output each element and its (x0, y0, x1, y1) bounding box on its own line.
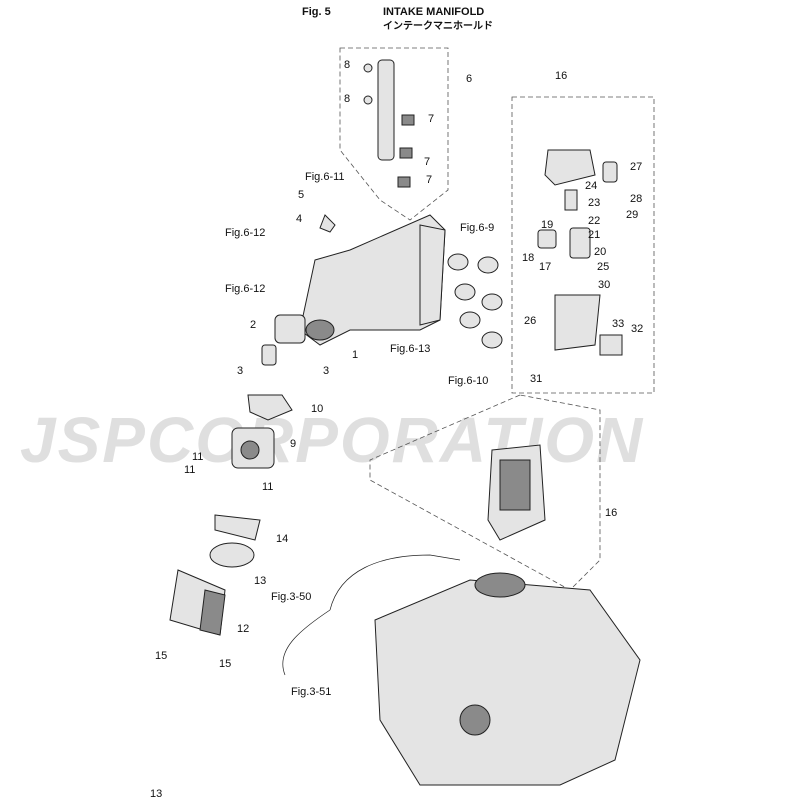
callout-label: 30 (598, 279, 610, 291)
callout-label: Fig.6-11 (305, 171, 345, 183)
watermark: JSPCORPORATION (20, 404, 644, 476)
callout-label: 20 (594, 246, 606, 258)
callout-label: 8 (344, 59, 350, 71)
callout-label: 32 (631, 323, 643, 335)
callout-label: 12 (237, 623, 249, 635)
callout-label: Fig.6-12 (225, 227, 265, 239)
callout-label: 5 (298, 189, 304, 201)
callout-label: Fig.3-51 (291, 686, 331, 698)
fuel-hose-lower (282, 609, 331, 676)
callout-label: 15 (155, 650, 167, 662)
callout-label: Fig.6-9 (460, 222, 494, 234)
callout-label: 8 (344, 93, 350, 105)
callout-label: 14 (276, 533, 288, 545)
page-number: 13 (150, 788, 162, 800)
callout-label: 33 (612, 318, 624, 330)
callout-label: 29 (626, 209, 638, 221)
powerhead (374, 572, 641, 786)
callout-label: 10 (311, 403, 323, 415)
callout-label: 11 (184, 464, 195, 476)
callout-label: 17 (539, 261, 551, 273)
vapor-separator-group-box (511, 96, 655, 394)
callout-label: 25 (597, 261, 609, 273)
page-title: INTAKE MANIFOLD (383, 6, 484, 18)
page-title-jp: インテークマニホールド (383, 20, 493, 32)
silencer (169, 514, 261, 636)
callout-label: Fig.3-50 (271, 591, 311, 603)
callout-label: 24 (585, 180, 597, 192)
figure-number: Fig. 5 (302, 6, 331, 18)
callout-label: 2 (250, 319, 256, 331)
callout-label: 15 (219, 658, 231, 670)
callout-label: 13 (254, 575, 266, 587)
fuel-pump-unit (487, 444, 546, 541)
vapor-separator (537, 149, 623, 356)
callout-label: 31 (530, 373, 542, 385)
fuel-rail-group-box (339, 47, 449, 221)
gaskets (447, 253, 503, 349)
callout-label: 4 (296, 213, 302, 225)
callout-label: 26 (524, 315, 536, 327)
intake-manifold (299, 214, 446, 346)
fuel-rail (363, 59, 415, 188)
callout-label: Fig.6-10 (448, 375, 488, 387)
callout-label: 22 (588, 215, 600, 227)
callout-label: 16 (605, 507, 617, 519)
idle-valve (261, 314, 306, 366)
callout-label: 3 (237, 365, 243, 377)
callout-label: 16 (555, 70, 567, 82)
callout-label: 23 (588, 197, 600, 209)
callout-label: 7 (424, 156, 430, 168)
callout-label: 28 (630, 193, 642, 205)
callout-label: 7 (426, 174, 432, 186)
callout-label: 11 (192, 451, 203, 463)
callout-label: 18 (522, 252, 534, 264)
callout-label: 21 (588, 229, 600, 241)
fuel-hose (329, 554, 461, 611)
callout-label: 11 (262, 481, 273, 493)
callout-label: 9 (290, 438, 296, 450)
callout-label: 7 (428, 113, 434, 125)
callout-label: 3 (323, 365, 329, 377)
callout-label: Fig.6-13 (390, 343, 430, 355)
callout-label: 19 (541, 219, 553, 231)
callout-label: 6 (466, 73, 472, 85)
throttle-body (231, 394, 293, 469)
callout-label: Fig.6-12 (225, 283, 265, 295)
callout-label: 1 (352, 349, 358, 361)
callout-label: 27 (630, 161, 642, 173)
